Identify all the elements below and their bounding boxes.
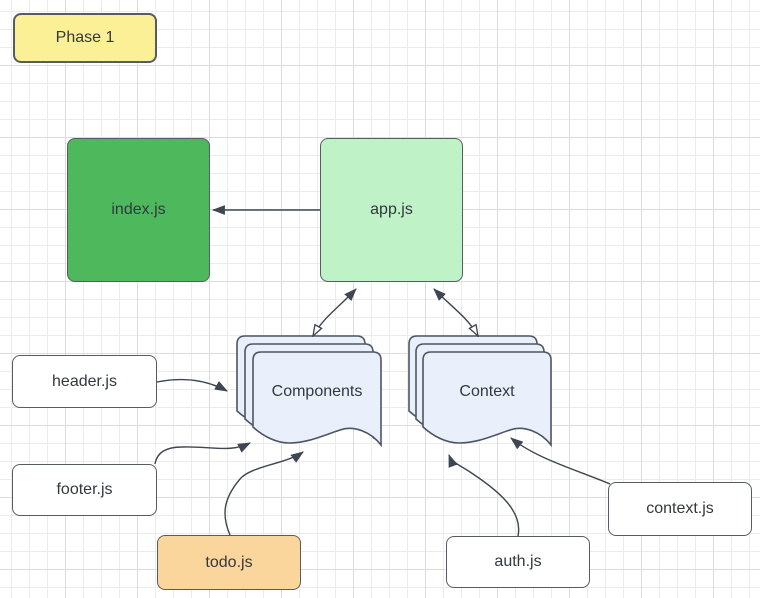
node-headerjs[interactable]: header.js (12, 355, 157, 408)
node-indexjs-label: index.js (111, 201, 166, 219)
context-doc-front (422, 351, 552, 448)
node-todojs[interactable]: todo.js (157, 535, 301, 590)
edge-context-to-appjs (434, 289, 478, 336)
node-footerjs[interactable]: footer.js (12, 464, 157, 516)
edge-authjs-to-context (448, 453, 520, 537)
components-doc-front (252, 351, 382, 448)
node-indexjs[interactable]: index.js (67, 138, 210, 282)
edge-footerjs-to-components (154, 442, 251, 465)
node-phase-1[interactable]: Phase 1 (13, 13, 157, 63)
edge-headerjs-to-components (156, 378, 228, 392)
node-contextjs[interactable]: context.js (608, 482, 752, 536)
node-todojs-label: todo.js (205, 553, 253, 571)
node-appjs[interactable]: app.js (320, 138, 463, 282)
node-authjs[interactable]: auth.js (446, 536, 590, 588)
edge-contextjs-to-context (510, 437, 611, 485)
context-document-stack[interactable] (408, 335, 552, 448)
node-authjs-label: auth.js (494, 553, 542, 571)
node-appjs-label: app.js (370, 201, 413, 219)
edge-components-to-appjs (313, 289, 356, 336)
node-footerjs-label: footer.js (56, 481, 113, 499)
components-document-stack[interactable] (236, 335, 382, 448)
node-contextjs-label: context.js (646, 500, 714, 518)
edge-todojs-to-components (224, 451, 304, 536)
node-phase-1-label: Phase 1 (55, 29, 115, 47)
node-headerjs-label: header.js (52, 372, 117, 390)
